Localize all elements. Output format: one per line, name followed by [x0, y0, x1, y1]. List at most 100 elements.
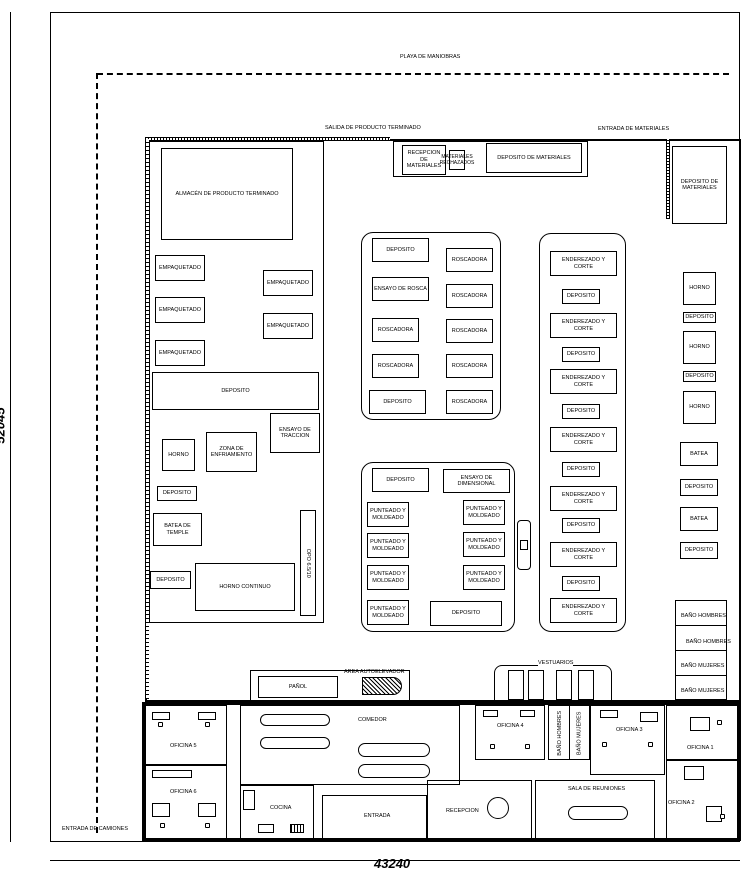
punteado-1: PUNTEADO Y MOLDEADO: [367, 502, 409, 527]
deposito-threading-2: DEPOSITO: [369, 390, 426, 414]
oficina-4-label: OFICINA 4: [497, 723, 524, 729]
roscadora-4: ROSCADORA: [446, 319, 493, 343]
deposito-straight-2: DEPOSITO: [562, 347, 600, 362]
chair-o5-1: [158, 722, 163, 727]
roscadora-7: ROSCADORA: [446, 390, 493, 414]
deposito-stamping-2: DEPOSITO: [430, 601, 502, 626]
oficina-3-room: [590, 705, 665, 775]
deposito-right-4: DEPOSITO: [680, 542, 718, 559]
straightening-zone: [539, 233, 626, 632]
deposito-materiales-right: DEPOSITO DE MATERIALES: [672, 146, 727, 224]
cocina-room: [240, 785, 314, 839]
oficina-1-room: [666, 705, 738, 760]
area-autoelevador-label: AREA AUTOELEVADOR: [344, 669, 405, 675]
office-bano-mujeres-label: BAÑO MUJERES: [576, 711, 583, 755]
enderezado-5: ENDEREZADO Y CORTE: [550, 486, 617, 511]
desk-o6-2: [152, 803, 170, 817]
chair-o6-1: [160, 823, 165, 828]
deposito-straight-1: DEPOSITO: [562, 289, 600, 304]
left-production-zone: [149, 141, 324, 623]
desk-o3-1: [600, 710, 618, 718]
empaquetado-4: EMPAQUETADO: [263, 270, 313, 296]
entrada-label: ENTRADA: [364, 813, 391, 819]
oficina-3-label: OFICINA 3: [616, 727, 643, 733]
forklift-icon: [517, 520, 531, 570]
stove-icon: [258, 824, 274, 833]
bathroom-divider-2: [675, 650, 727, 651]
chair-o3-2: [648, 742, 653, 747]
chair-o6-2: [205, 823, 210, 828]
deposito-right-2: DEPOSITO: [683, 371, 716, 382]
oficina-1-label: OFICINA 1: [687, 745, 714, 751]
oficina-5-label: OFICINA 5: [170, 743, 197, 749]
desk-o3-2: [640, 712, 658, 722]
oficina-2-label: OFICINA 2: [668, 800, 695, 806]
autoelevador-zone: [362, 677, 402, 695]
oficina-5-room: [145, 705, 227, 765]
locker-3: [556, 670, 572, 700]
deposito-straight-3: DEPOSITO: [562, 404, 600, 419]
deposito-straight-6: DEPOSITO: [562, 576, 600, 591]
entrada-room: [322, 795, 427, 839]
bano-mujeres-label-2: BAÑO MUJERES: [681, 688, 725, 694]
ensayo-rosca: ENSAYO DE ROSCA: [372, 277, 429, 301]
office-bathroom-divider: [569, 705, 570, 760]
dining-table-2: [260, 737, 330, 749]
meeting-table: [568, 806, 628, 820]
empaquetado-3: EMPAQUETADO: [155, 340, 205, 366]
dim-line-horizontal: [50, 860, 740, 861]
deposito-straight-5: DEPOSITO: [562, 518, 600, 533]
dim-line-vertical: [10, 12, 11, 842]
conveyor-ocr: OPO 6.5/10: [300, 510, 316, 616]
dining-table-3: [358, 743, 430, 757]
desk-o6-3: [198, 803, 216, 817]
roscadora-2: ROSCADORA: [446, 284, 493, 308]
desk-o6-1: [152, 770, 192, 778]
bathroom-divider-1: [675, 625, 727, 626]
deposito-materiales-recv: DEPOSITO DE MATERIALES: [486, 143, 582, 173]
roscadora-6: ROSCADORA: [446, 354, 493, 378]
locker-1: [508, 670, 524, 700]
horno-left: HORNO: [162, 439, 195, 471]
punteado-2: PUNTEADO Y MOLDEADO: [463, 500, 505, 525]
cocina-label: COCINA: [270, 805, 292, 811]
bano-hombres-label-1: BAÑO HOMBRES: [681, 613, 726, 619]
oficina-6-label: OFICINA 6: [170, 789, 197, 795]
plant-right-wall-hatch: [666, 139, 670, 219]
enderezado-7: ENDEREZADO Y CORTE: [550, 598, 617, 623]
forklift-cab-icon: [520, 540, 528, 550]
empaquetado-1: EMPAQUETADO: [155, 255, 205, 281]
punteado-3: PUNTEADO Y MOLDEADO: [367, 533, 409, 558]
batea-right-1: BATEA: [680, 442, 718, 466]
oficina-6-room: [145, 765, 227, 839]
roscadora-5: ROSCADORA: [372, 354, 419, 378]
deposito-left: DEPOSITO: [152, 372, 319, 410]
oficina-2-room: [666, 760, 738, 839]
horno-continuo: HORNO CONTINUO: [195, 563, 295, 611]
dining-table-4: [358, 764, 430, 778]
deposito-stamping-1: DEPOSITO: [372, 468, 429, 492]
yard-boundary-top: [97, 73, 729, 75]
recepcion-label: RECEPCION: [446, 808, 479, 814]
empaquetado-2: EMPAQUETADO: [155, 297, 205, 323]
office-bano-hombres-label: BAÑO HOMBRES: [557, 710, 564, 756]
enderezado-4: ENDEREZADO Y CORTE: [550, 427, 617, 452]
desk-o4-2: [520, 710, 535, 717]
roscadora-1: ROSCADORA: [446, 248, 493, 272]
desk-o1-1: [690, 717, 710, 731]
conveyor-label: OPO 6.5/10: [305, 548, 312, 578]
office-block: [142, 702, 741, 841]
plant-left-wall-hatch: [146, 139, 149, 699]
comedor-label: COMEDOR: [358, 717, 387, 723]
plant-top-wall-hatch: [145, 137, 390, 141]
chair-o4-2: [525, 744, 530, 749]
yard-boundary-left: [96, 73, 98, 833]
materiales-rechazados: MATERIALES RECHAZADOS: [440, 150, 474, 170]
sink-icon: [290, 824, 304, 833]
bathroom-divider-3: [675, 675, 727, 676]
vestuarios-label: VESTUARIOS: [538, 660, 574, 667]
desk-o4-1: [483, 710, 498, 717]
salida-label: SALIDA DE PRODUCTO TERMINADO: [325, 125, 421, 131]
bano-mujeres-label-1: BAÑO MUJERES: [681, 663, 725, 669]
desk-o5-1: [152, 712, 170, 720]
